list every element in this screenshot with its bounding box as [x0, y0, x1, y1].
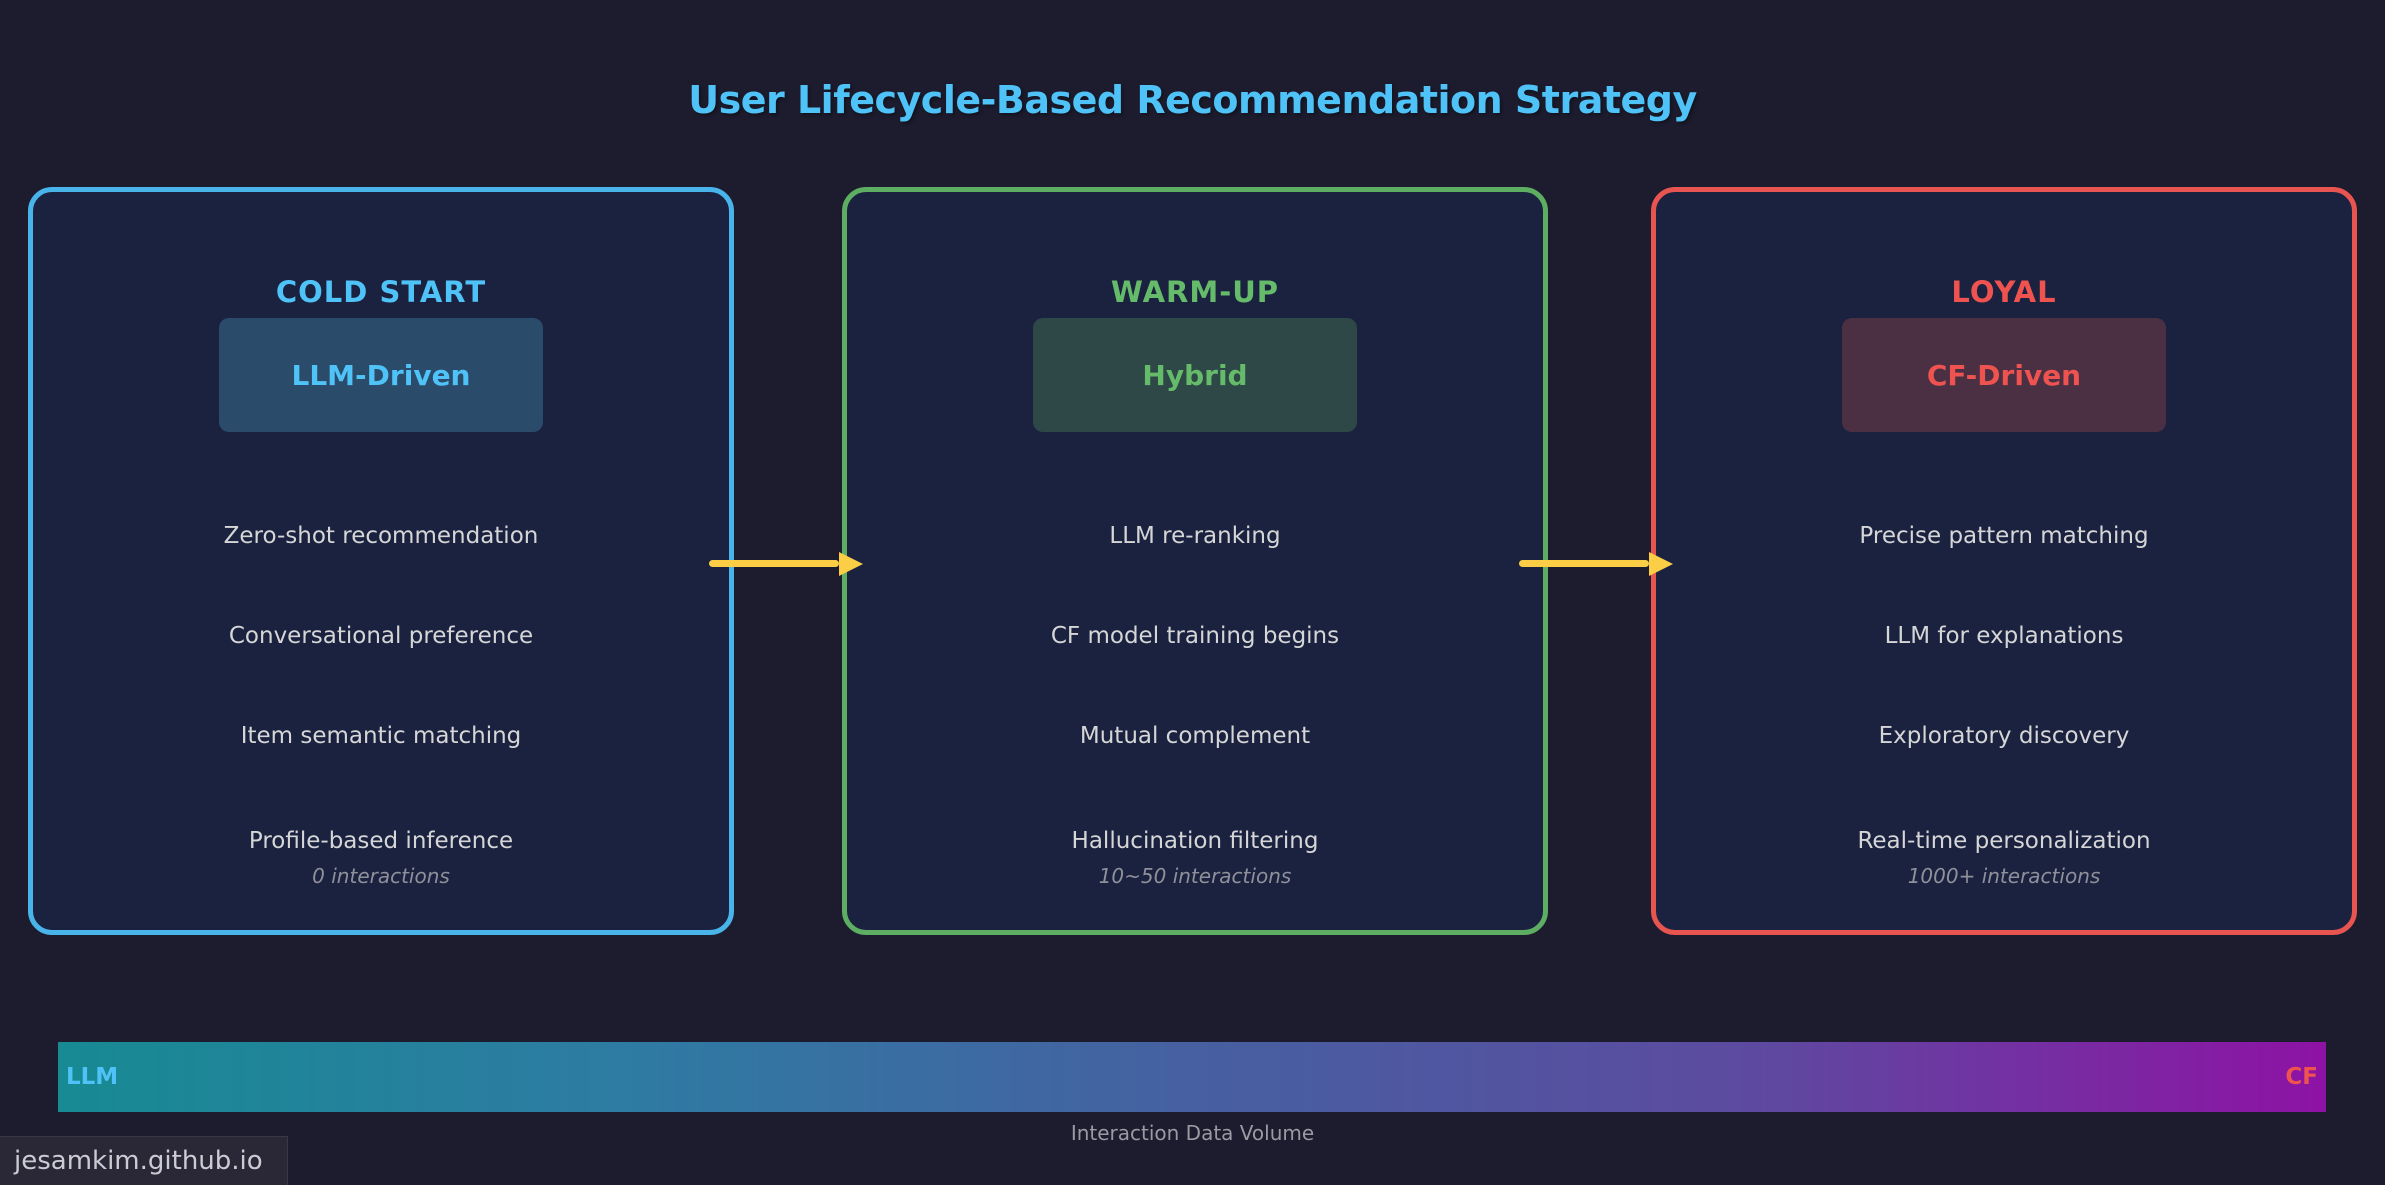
arrow-warm-to-loyal-icon [1519, 551, 1673, 576]
stage-feature: Conversational preference [228, 623, 534, 649]
stage-card-cold-start: COLD START LLM-Driven Zero-shot recommen… [28, 187, 734, 935]
stage-feature: Item semantic matching [240, 723, 522, 749]
stage-feature: Precise pattern matching [1859, 523, 2149, 549]
stage-card-loyal: LOYAL CF-Driven Precise pattern matching… [1651, 187, 2357, 935]
stage-feature: LLM re-ranking [1109, 523, 1281, 549]
stage-feature: CF model training begins [1050, 623, 1340, 649]
interaction-volume-gradient-bar: LLM CF [58, 1042, 2326, 1112]
stage-title: WARM-UP [1110, 275, 1280, 310]
approach-badge: CF-Driven [1842, 318, 2166, 432]
stage-feature: Profile-based inference [248, 828, 514, 854]
stage-feature: LLM for explanations [1884, 623, 2124, 649]
browser-status-url: jesamkim.github.io [0, 1136, 288, 1185]
stage-title: COLD START [275, 275, 487, 310]
stage-feature: Real-time personalization [1857, 828, 2151, 854]
interaction-count-note: 10~50 interactions [1098, 864, 1292, 888]
stage-feature: Hallucination filtering [1071, 828, 1319, 854]
bar-label-llm: LLM [66, 1064, 119, 1090]
approach-badge: Hybrid [1033, 318, 1357, 432]
volume-bar-caption: Interaction Data Volume [1070, 1121, 1315, 1145]
stage-feature: Mutual complement [1079, 723, 1311, 749]
page-title: User Lifecycle-Based Recommendation Stra… [688, 78, 1697, 123]
interaction-count-note: 0 interactions [312, 864, 450, 888]
approach-badge: LLM-Driven [219, 318, 543, 432]
arrow-cold-to-warm-icon [709, 551, 863, 576]
stage-card-warm-up: WARM-UP Hybrid LLM re-ranking CF model t… [842, 187, 1548, 935]
bar-label-cf: CF [2285, 1064, 2318, 1090]
stage-feature: Exploratory discovery [1878, 723, 2130, 749]
stage-title: LOYAL [1951, 275, 2057, 310]
interaction-count-note: 1000+ interactions [1907, 864, 2101, 888]
stage-feature: Zero-shot recommendation [223, 523, 539, 549]
